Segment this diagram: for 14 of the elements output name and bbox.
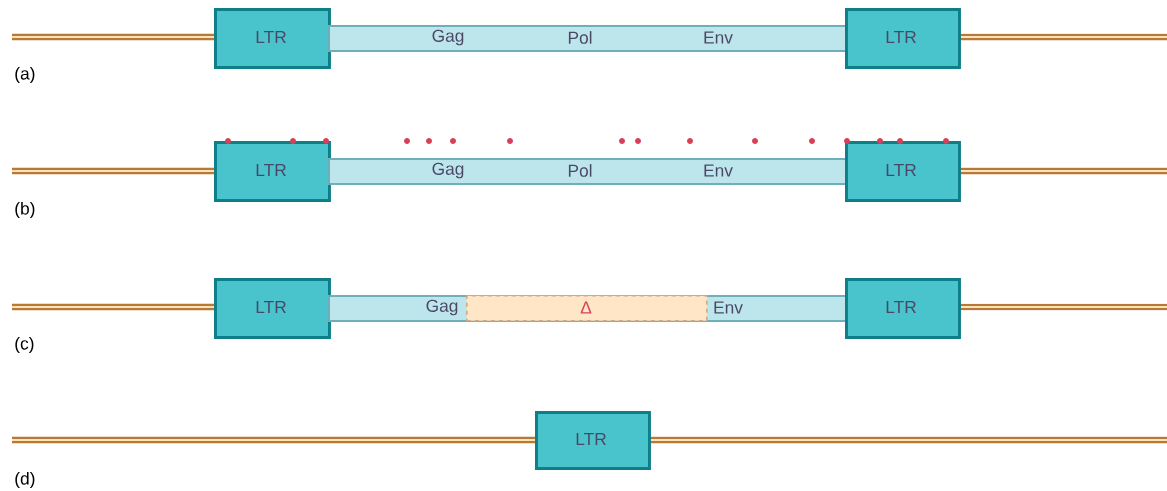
gene-band: Gag Pol Env — [328, 25, 847, 52]
ltr-box: LTR — [845, 8, 961, 69]
ltr-box: LTR — [845, 278, 961, 339]
gene-band: Gag Pol Env — [328, 158, 847, 185]
row-label: (c) — [15, 336, 34, 354]
ltr-box: LTR — [845, 141, 961, 202]
ltr-box: LTR — [535, 411, 651, 470]
ltr-box: LTR — [214, 278, 331, 339]
ltr-box: LTR — [214, 8, 331, 69]
deletion-box: Δ — [466, 295, 708, 322]
row-label: (d) — [15, 471, 35, 489]
row-label: (b) — [15, 201, 35, 219]
ltr-box: LTR — [214, 141, 331, 202]
row-label: (a) — [15, 66, 35, 84]
